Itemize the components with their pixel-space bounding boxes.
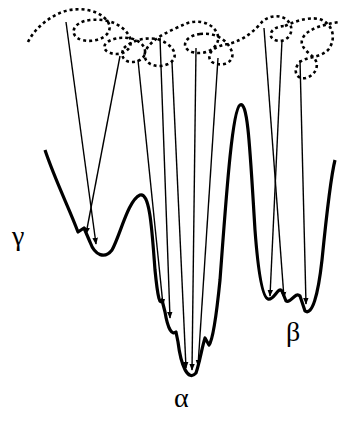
state-label: α xyxy=(174,384,189,412)
unfolded-chain xyxy=(28,9,340,78)
energy-landscape xyxy=(45,105,335,376)
state-label: β xyxy=(286,318,300,346)
folding-arrows xyxy=(66,22,306,370)
state-label: γ xyxy=(12,222,24,250)
